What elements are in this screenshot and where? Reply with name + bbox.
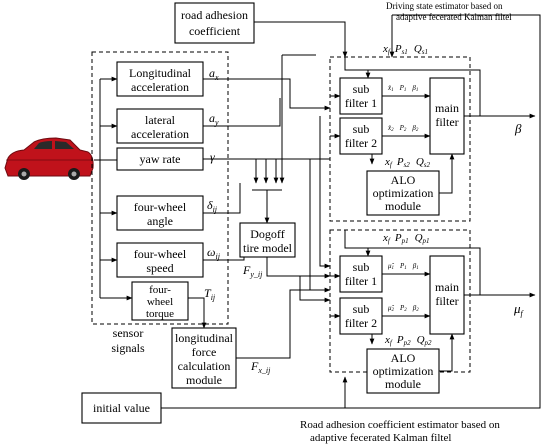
bottom-sub-filter-2 xyxy=(339,297,383,335)
svg-text:optimization: optimization xyxy=(373,364,434,378)
road-adhesion-line-1: road adhesion xyxy=(181,8,248,22)
sensor-group xyxy=(91,51,229,325)
sensor-torque-box xyxy=(131,281,189,321)
wire-delta xyxy=(203,183,241,214)
svg-text:filter: filter xyxy=(435,115,458,129)
road-adhesion-line-2: coefficient xyxy=(189,24,241,38)
svg-text:sub: sub xyxy=(353,302,370,316)
dogoff-line-1: Dogoff xyxy=(250,227,284,241)
wire-ay xyxy=(203,98,281,127)
svg-text:filter: filter xyxy=(435,294,458,308)
sensor-torque-line-3: torque xyxy=(146,308,174,320)
lf-line-4: module xyxy=(186,373,222,387)
wire-initial-value xyxy=(161,14,541,409)
car-icon xyxy=(4,137,94,180)
road-adhesion-input-box xyxy=(174,2,255,44)
sensor-signals-line-2: signals xyxy=(111,341,145,355)
wire-ax xyxy=(203,78,331,111)
bottom-alo-module xyxy=(366,348,440,394)
wire-torque xyxy=(188,297,207,329)
svg-text:module: module xyxy=(385,199,421,213)
svg-text:sub: sub xyxy=(353,82,370,96)
wire-fy xyxy=(266,257,331,303)
wire-road-adhesion xyxy=(254,21,348,58)
bottom-estimator-title-1: Road adhesion coefficient estimator base… xyxy=(300,419,500,431)
bottom-main-filter xyxy=(429,255,465,335)
symbol-ax: ax xyxy=(209,66,219,82)
svg-text:filter 1: filter 1 xyxy=(345,96,377,110)
sensor-angle-line-2: angle xyxy=(147,214,173,228)
svg-text:sub: sub xyxy=(353,122,370,136)
lf-line-2: force xyxy=(192,345,217,359)
symbol-fx: Fx_ij xyxy=(250,359,271,375)
longitudinal-force-module xyxy=(171,327,237,389)
svg-text:main: main xyxy=(435,280,459,294)
symbol-torque: Tij xyxy=(204,286,216,302)
sensor-torque-line-2: wheel xyxy=(147,296,173,308)
svg-text:optimization: optimization xyxy=(373,186,434,200)
dogoff-tire-model xyxy=(239,222,296,258)
sensor-lateral-line-1: lateral xyxy=(145,113,176,127)
top-sub-filter-2 xyxy=(339,117,383,155)
sensor-speed-line-2: speed xyxy=(146,261,173,275)
lf-line-1: longitudinal xyxy=(175,331,234,345)
sensor-angle-line-1: four-wheel xyxy=(134,200,187,214)
svg-text:main: main xyxy=(435,101,459,115)
symbol-gamma: γ xyxy=(210,150,215,164)
bottom-estimator-title-2: adaptive fecerated Kalman filtel xyxy=(310,432,451,444)
svg-text:ALO: ALO xyxy=(391,173,416,187)
top-sub-filter-1 xyxy=(339,77,383,115)
symbol-mu: μf xyxy=(513,301,525,318)
svg-text:filter 2: filter 2 xyxy=(345,136,377,150)
svg-text:ALO: ALO xyxy=(391,351,416,365)
symbol-beta: β xyxy=(514,121,522,136)
lf-line-3: calculation xyxy=(178,359,231,373)
top-estimator-title-1: Driving state estimator based on xyxy=(386,1,503,11)
driving-state-estimator xyxy=(329,56,471,222)
sensor-torque-line-1: four- xyxy=(149,284,171,296)
symbol-delta: δij xyxy=(207,198,218,214)
svg-text:module: module xyxy=(385,377,421,391)
sensor-lateral-line-2: acceleration xyxy=(131,127,189,141)
top-alo-module xyxy=(366,170,440,216)
initial-value-box xyxy=(81,392,162,424)
sensor-signals-line-1: sensor xyxy=(113,326,144,340)
symbol-fy: Fy_ij xyxy=(242,263,263,279)
sensor-lateral-box xyxy=(116,108,204,144)
dogoff-line-2: tire model xyxy=(243,241,293,255)
symbol-ay: ay xyxy=(209,111,219,127)
sensor-longitudinal-line-1: Longitudinal xyxy=(129,66,192,80)
symbol-omega: ωij xyxy=(207,245,221,261)
bottom-sub-filter-1 xyxy=(339,255,383,293)
svg-text:filter 2: filter 2 xyxy=(345,316,377,330)
svg-text:filter 1: filter 1 xyxy=(345,274,377,288)
svg-text:sub: sub xyxy=(353,260,370,274)
sensor-longitudinal-line-2: acceleration xyxy=(131,80,189,94)
sensor-yaw-line-1: yaw rate xyxy=(140,152,181,166)
sensor-speed-line-1: four-wheel xyxy=(134,247,187,261)
initial-value-label: initial value xyxy=(93,401,150,415)
top-estimator-title-2: adaptive fecerated Kalman filtel xyxy=(396,12,512,22)
